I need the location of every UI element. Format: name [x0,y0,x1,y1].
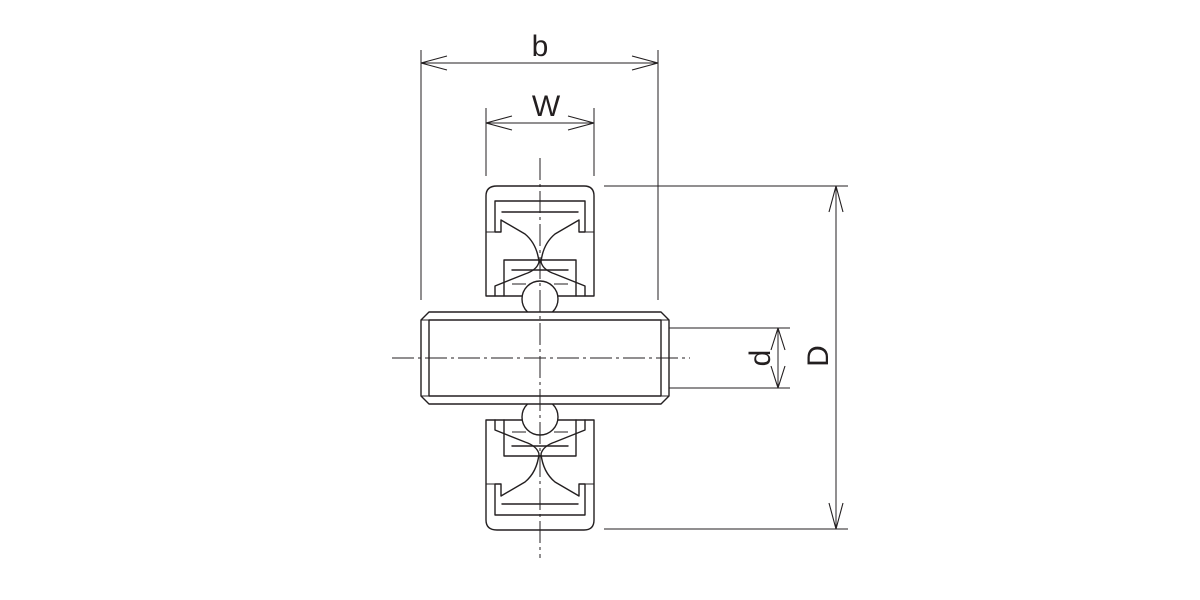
dimension-b-label: b [532,30,549,63]
dimension-d-outer: D [604,185,848,530]
dimension-d-inner-label: d [744,350,777,367]
dimension-w: W [485,90,595,176]
dimension-b: b [420,30,659,300]
dimension-d-inner: d [669,327,790,389]
dimension-w-label: W [532,90,561,123]
dimension-d-outer-label: D [802,345,835,367]
